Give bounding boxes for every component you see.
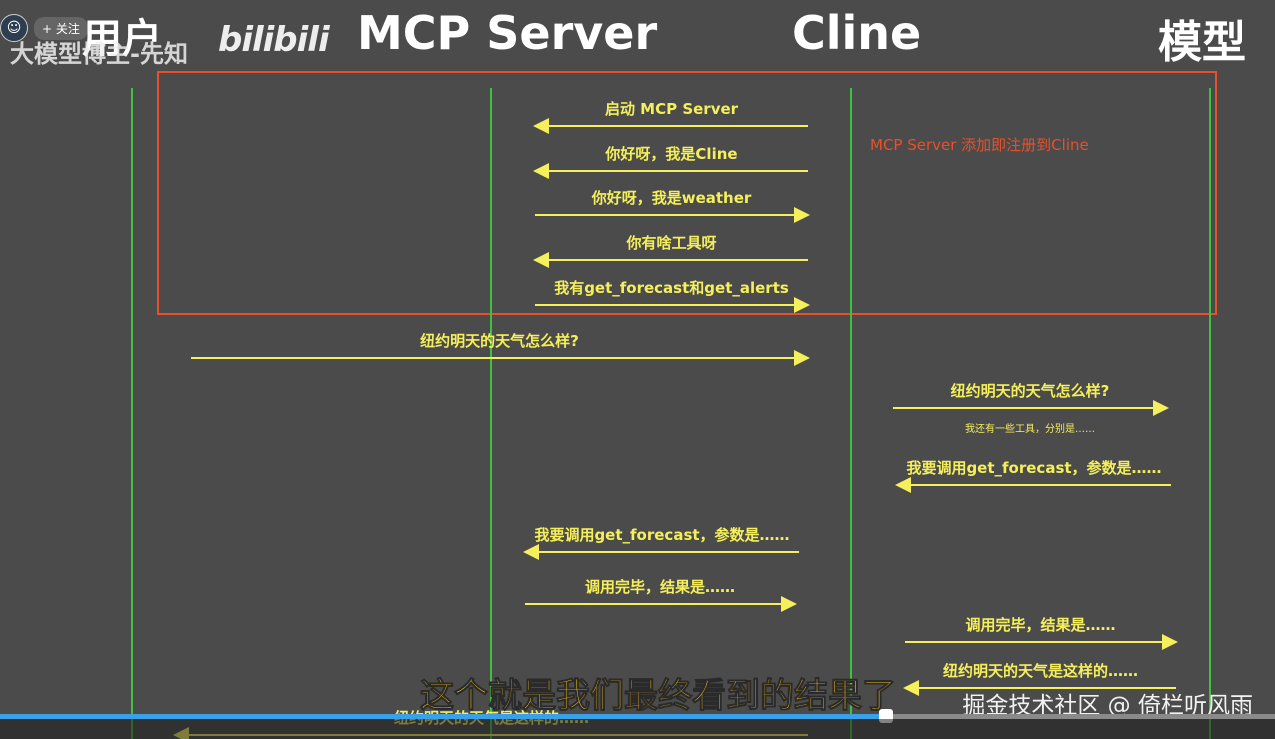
video-subtitle: 这个就是我们最终看到的结果了 [420, 676, 897, 717]
message-label: 我要调用get_forecast，参数是…… [906, 459, 1162, 477]
lifeline-title-cline: Cline [792, 6, 922, 60]
message-label: 你好呀，我是weather [591, 189, 752, 207]
message-label: 我要调用get_forecast，参数是…… [534, 526, 790, 544]
message-label: 你好呀，我是Cline [605, 145, 738, 163]
registration-group-box [157, 71, 1217, 315]
player-controls[interactable] [0, 719, 1275, 739]
lifeline-title-mcp: MCP Server [357, 6, 658, 60]
message-label: 纽约明天的天气怎么样? [950, 382, 1110, 400]
follow-button[interactable]: + 关注 [34, 16, 88, 40]
message-label: 我有get_forecast和get_alerts [554, 279, 789, 297]
message-label: 调用完毕，结果是…… [584, 578, 736, 596]
avatar[interactable]: ☺ [0, 14, 28, 42]
message-label: 调用完毕，结果是…… [965, 616, 1116, 634]
message-sublabel: 我还有一些工具，分别是…… [965, 424, 1095, 435]
group-note: MCP Server 添加即注册到Cline [870, 136, 1089, 154]
uploader-badge[interactable]: ☺ + 关注 [0, 14, 88, 42]
lifeline-title-model: 模型 [1158, 17, 1246, 68]
message-label: 你有啥工具呀 [626, 234, 717, 252]
message-label: 纽约明天的天气是这样的…… [942, 662, 1139, 680]
lifeline-title-user: 用户 [82, 16, 162, 62]
bilibili-logo: bilibili [218, 20, 330, 60]
message-label: 启动 MCP Server [604, 100, 739, 118]
message-label: 纽约明天的天气怎么样? [420, 332, 579, 350]
progress-fill [0, 714, 887, 719]
channel-name: 大模型博主-先知 [10, 40, 188, 68]
